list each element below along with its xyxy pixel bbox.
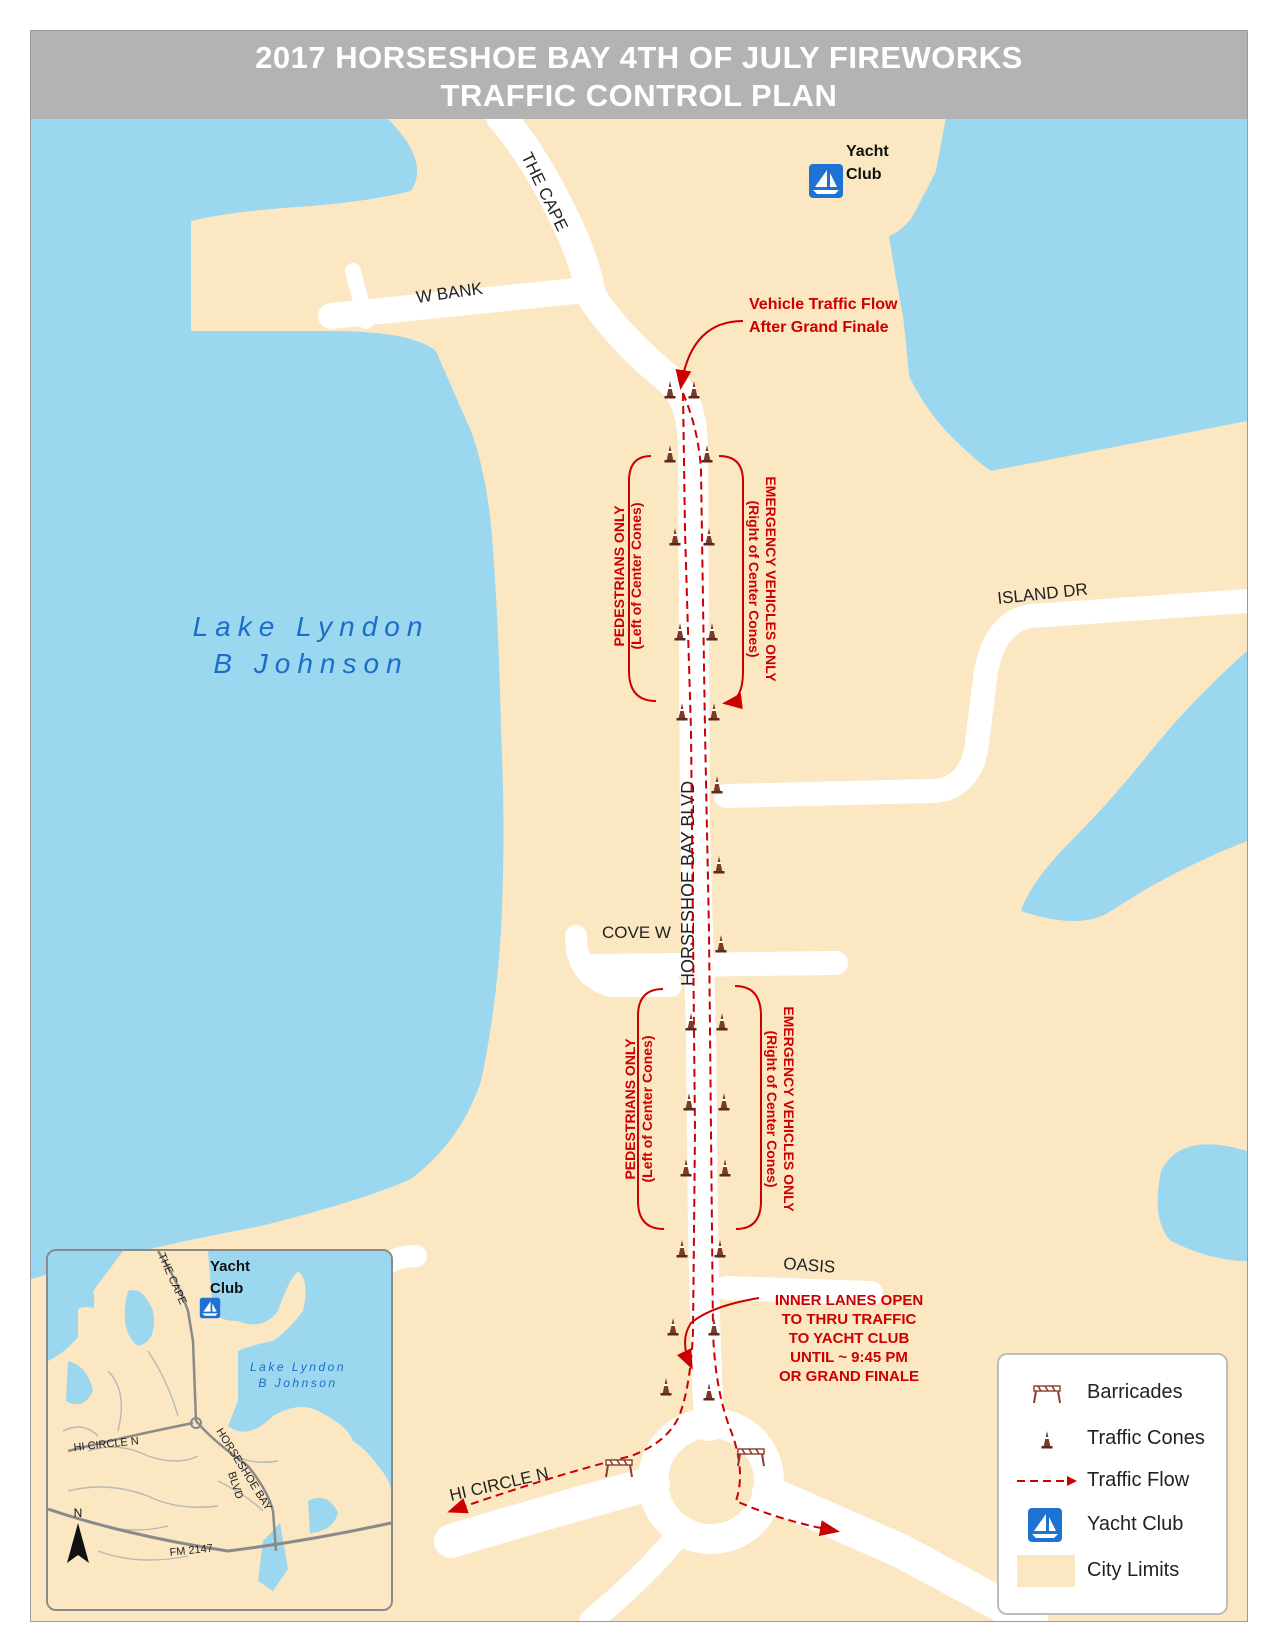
yacht-club-label-2: Club bbox=[846, 166, 882, 183]
legend-row-traffic-cones: Traffic Cones bbox=[999, 1419, 1226, 1459]
city-limits-swatch bbox=[1017, 1555, 1075, 1587]
annotation-callouts bbox=[628, 320, 762, 1370]
legend-row-city-limits: City Limits bbox=[999, 1551, 1226, 1591]
inset-north-label: N bbox=[74, 1506, 83, 1520]
legend-label-yacht-club: Yacht Club bbox=[1087, 1513, 1184, 1535]
map-title-line1: 2017 HORSESHOE BAY 4TH OF JULY FIREWORKS bbox=[255, 40, 1023, 75]
map-title-line2: TRAFFIC CONTROL PLAN bbox=[440, 78, 838, 113]
road-label-oasis: OASIS bbox=[783, 1254, 836, 1277]
inset-yacht-label-1: Yacht bbox=[210, 1258, 250, 1275]
legend-label-barricades: Barricades bbox=[1087, 1381, 1183, 1403]
traffic-flow-lines bbox=[447, 392, 840, 1537]
inset-yacht-label-2: Club bbox=[210, 1280, 243, 1297]
map-frame: 2017 HORSESHOE BAY 4TH OF JULY FIREWORKS… bbox=[30, 30, 1248, 1622]
land-mass bbox=[31, 117, 1247, 1621]
inset-lake-label-1: Lake Lyndon bbox=[250, 1360, 346, 1374]
yacht-club-icon bbox=[199, 1297, 221, 1319]
annotation-inner-lanes-line1: INNER LANES OPEN bbox=[775, 1292, 923, 1309]
annotation-emergency-2-line2: (Right of Center Cones) bbox=[764, 1030, 780, 1187]
annotation-inner-lanes-line3: TO YACHT CLUB bbox=[789, 1330, 910, 1347]
annotation-flow-line1: Vehicle Traffic Flow bbox=[749, 296, 898, 313]
inset-lake-label-2: B Johnson bbox=[258, 1376, 337, 1390]
legend: Barricades Traffic Cones Traffic Flow Ya… bbox=[997, 1353, 1228, 1615]
annotation-emergency-2-line1: EMERGENCY VEHICLES ONLY bbox=[781, 1006, 797, 1212]
lake-label-1: Lake Lyndon bbox=[193, 611, 430, 642]
inset-map-svg: Yacht Club Lake Lyndon B Johnson THE CAP… bbox=[48, 1251, 391, 1609]
traffic-flow-icon bbox=[1017, 1476, 1077, 1486]
annotation-flow-line2: After Grand Finale bbox=[749, 319, 889, 336]
annotation-emergency-1-line1: EMERGENCY VEHICLES ONLY bbox=[763, 476, 779, 682]
yacht-club-icon bbox=[809, 164, 843, 198]
yacht-club-label-1: Yacht bbox=[846, 143, 889, 160]
legend-row-yacht-club: Yacht Club bbox=[999, 1505, 1226, 1545]
inset-road-fm-2147: FM 2147 bbox=[169, 1543, 213, 1559]
annotation-pedestrians-1-line2: (Left of Center Cones) bbox=[628, 503, 644, 650]
title-bar: 2017 HORSESHOE BAY 4TH OF JULY FIREWORKS… bbox=[31, 31, 1247, 119]
lake-label-2: B Johnson bbox=[213, 648, 408, 679]
legend-label-city-limits: City Limits bbox=[1087, 1559, 1180, 1581]
legend-row-traffic-flow: Traffic Flow bbox=[999, 1461, 1226, 1501]
yacht-club-icon bbox=[1028, 1508, 1062, 1542]
annotation-pedestrians-1-line1: PEDESTRIANS ONLY bbox=[611, 505, 627, 647]
annotation-inner-lanes-line5: OR GRAND FINALE bbox=[779, 1368, 919, 1385]
legend-label-traffic-flow: Traffic Flow bbox=[1087, 1469, 1190, 1491]
legend-row-barricades: Barricades bbox=[999, 1373, 1226, 1413]
annotation-inner-lanes-line4: UNTIL ~ 9:45 PM bbox=[790, 1349, 908, 1366]
annotation-pedestrians-2-line2: (Left of Center Cones) bbox=[639, 1036, 655, 1183]
annotation-emergency-1-line2: (Right of Center Cones) bbox=[746, 500, 762, 657]
north-arrow-icon bbox=[67, 1523, 89, 1563]
inset-map[interactable]: Yacht Club Lake Lyndon B Johnson THE CAP… bbox=[46, 1249, 393, 1611]
annotation-pedestrians-2-line1: PEDESTRIANS ONLY bbox=[622, 1038, 638, 1180]
road-label-cove-w: COVE W bbox=[602, 923, 671, 942]
barricade-icon bbox=[1033, 1385, 1061, 1404]
traffic-cone-icon bbox=[1041, 1431, 1053, 1449]
road-network bbox=[318, 102, 1247, 1621]
legend-label-traffic-cones: Traffic Cones bbox=[1087, 1427, 1205, 1449]
road-label-horseshoe-bay-blvd: HORSESHOE BAY BLVD bbox=[678, 781, 698, 986]
main-map[interactable]: Yacht Club Lake Lyndon B Johnson THE CAP… bbox=[31, 31, 1247, 1621]
annotation-inner-lanes-line2: TO THRU TRAFFIC bbox=[782, 1311, 917, 1328]
